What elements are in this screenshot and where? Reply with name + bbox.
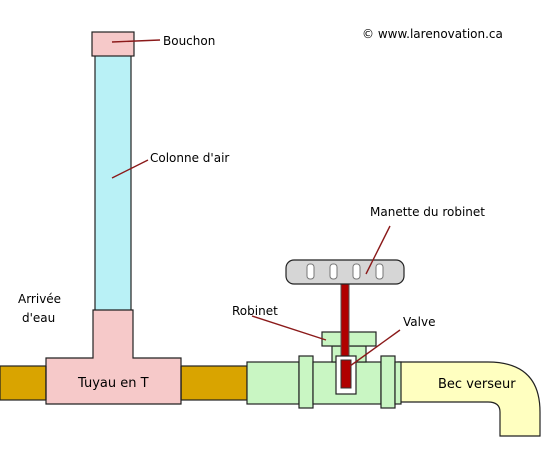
label-bouchon: Bouchon: [163, 34, 215, 48]
cap: [91, 31, 135, 57]
copyright-text: © www.larenovation.ca: [362, 27, 503, 41]
leader-valve: [349, 329, 401, 367]
handle-grip-1: [306, 263, 315, 280]
label-bec-verseur: Bec verseur: [438, 377, 516, 392]
handle-grip-2: [329, 263, 338, 280]
label-arrivee-line2: d'eau: [22, 311, 55, 325]
label-valve: Valve: [403, 315, 435, 329]
supply-pipe-middle: [180, 365, 248, 401]
faucet-flange-right: [380, 355, 396, 409]
label-tuyau-t: Tuyau en T: [77, 376, 149, 391]
handle-grip-4: [375, 263, 384, 280]
leader-manette: [365, 225, 391, 275]
faucet-outlet: [394, 361, 402, 405]
leader-colonne: [111, 159, 149, 179]
label-robinet: Robinet: [232, 304, 278, 318]
spout: [397, 361, 541, 437]
air-column: [94, 53, 132, 313]
leader-bouchon: [111, 39, 161, 43]
leader-robinet: [251, 315, 327, 341]
handle-grip-3: [352, 263, 361, 280]
supply-pipe-left: [0, 365, 47, 401]
valve-stem: [340, 281, 350, 359]
valve: [340, 359, 352, 389]
faucet-handle: [285, 259, 405, 285]
faucet-flange-left: [298, 355, 314, 409]
tee-fitting: [45, 309, 182, 405]
faucet-inlet-nut: [246, 361, 300, 405]
label-arrivee-line1: Arrivée: [18, 292, 61, 306]
label-manette: Manette du robinet: [370, 205, 485, 219]
label-colonne-air: Colonne d'air: [150, 151, 229, 165]
